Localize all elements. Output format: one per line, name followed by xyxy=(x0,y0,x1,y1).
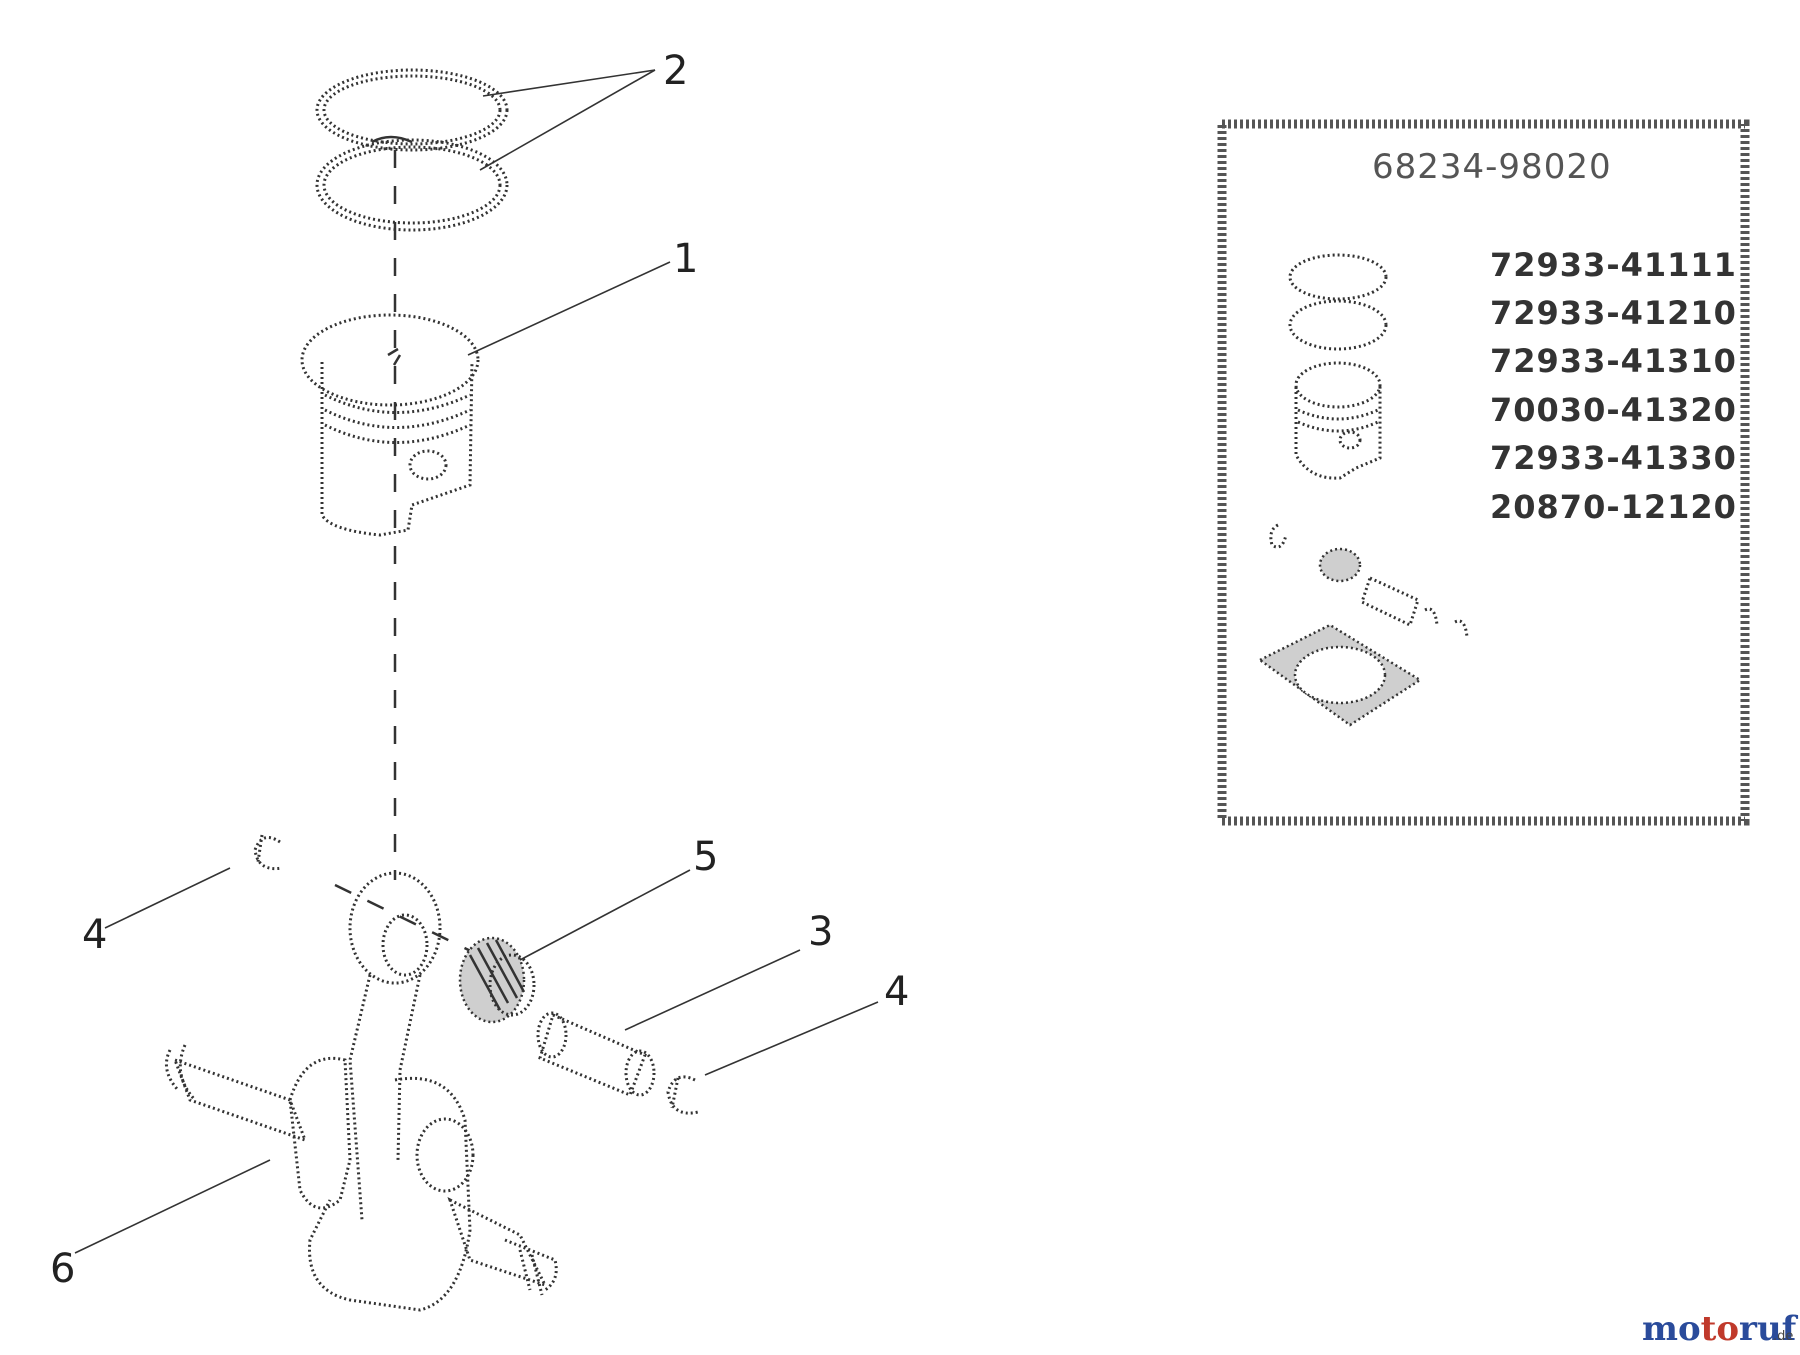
svg-text:.de: .de xyxy=(1773,1329,1793,1344)
kit-part-number-6: 20870-12120 xyxy=(1490,488,1737,526)
kit-part-number-4: 70030-41320 xyxy=(1490,391,1737,429)
kit-part-number-2: 72933-41210 xyxy=(1490,294,1737,332)
leader-clip-right xyxy=(704,1001,879,1076)
motoruf-watermark-logo: motoruf .de xyxy=(1642,1309,1799,1349)
left-clip-drawing xyxy=(253,834,283,871)
leader-bearing xyxy=(519,869,691,961)
leader-rings-2 xyxy=(479,69,656,171)
kit-part-number-1: 72933-41111 xyxy=(1490,246,1737,284)
leader-rings-1 xyxy=(482,69,656,97)
piston-drawing xyxy=(300,313,480,537)
needle-bearing-drawing xyxy=(458,936,536,1024)
callout-clip-right: 4 xyxy=(884,969,909,1015)
callout-pin: 3 xyxy=(808,909,833,955)
callout-rings: 2 xyxy=(663,48,688,94)
kit-title: 68234-98020 xyxy=(1372,147,1612,187)
right-clip-drawing xyxy=(666,1075,699,1115)
kit-part-number-3: 72933-41310 xyxy=(1490,342,1737,380)
kit-piston-drawing xyxy=(1294,361,1382,480)
callout-crankshaft: 6 xyxy=(50,1246,75,1292)
kit-rings-drawing xyxy=(1288,253,1388,351)
kit-part-number-5: 72933-41330 xyxy=(1490,439,1737,477)
callout-clip-left: 4 xyxy=(82,912,107,958)
crankshaft-drawing xyxy=(164,871,558,1312)
leader-pin xyxy=(624,949,801,1031)
leader-crankshaft xyxy=(74,1159,271,1254)
piston-pin-drawing xyxy=(536,1011,656,1097)
piston-kit-box: 68234-98020 72933-41111 72933-41210 7293… xyxy=(1217,119,1750,826)
leader-clip-left xyxy=(104,867,231,929)
svg-text:motoruf: motoruf xyxy=(1642,1309,1799,1349)
kit-small-parts-drawing xyxy=(1269,523,1469,638)
leader-piston xyxy=(467,261,671,356)
kit-gasket-drawing xyxy=(1257,623,1423,727)
piston-rings-drawing xyxy=(315,68,509,232)
callout-piston: 1 xyxy=(673,236,698,282)
callout-bearing: 5 xyxy=(693,834,718,880)
